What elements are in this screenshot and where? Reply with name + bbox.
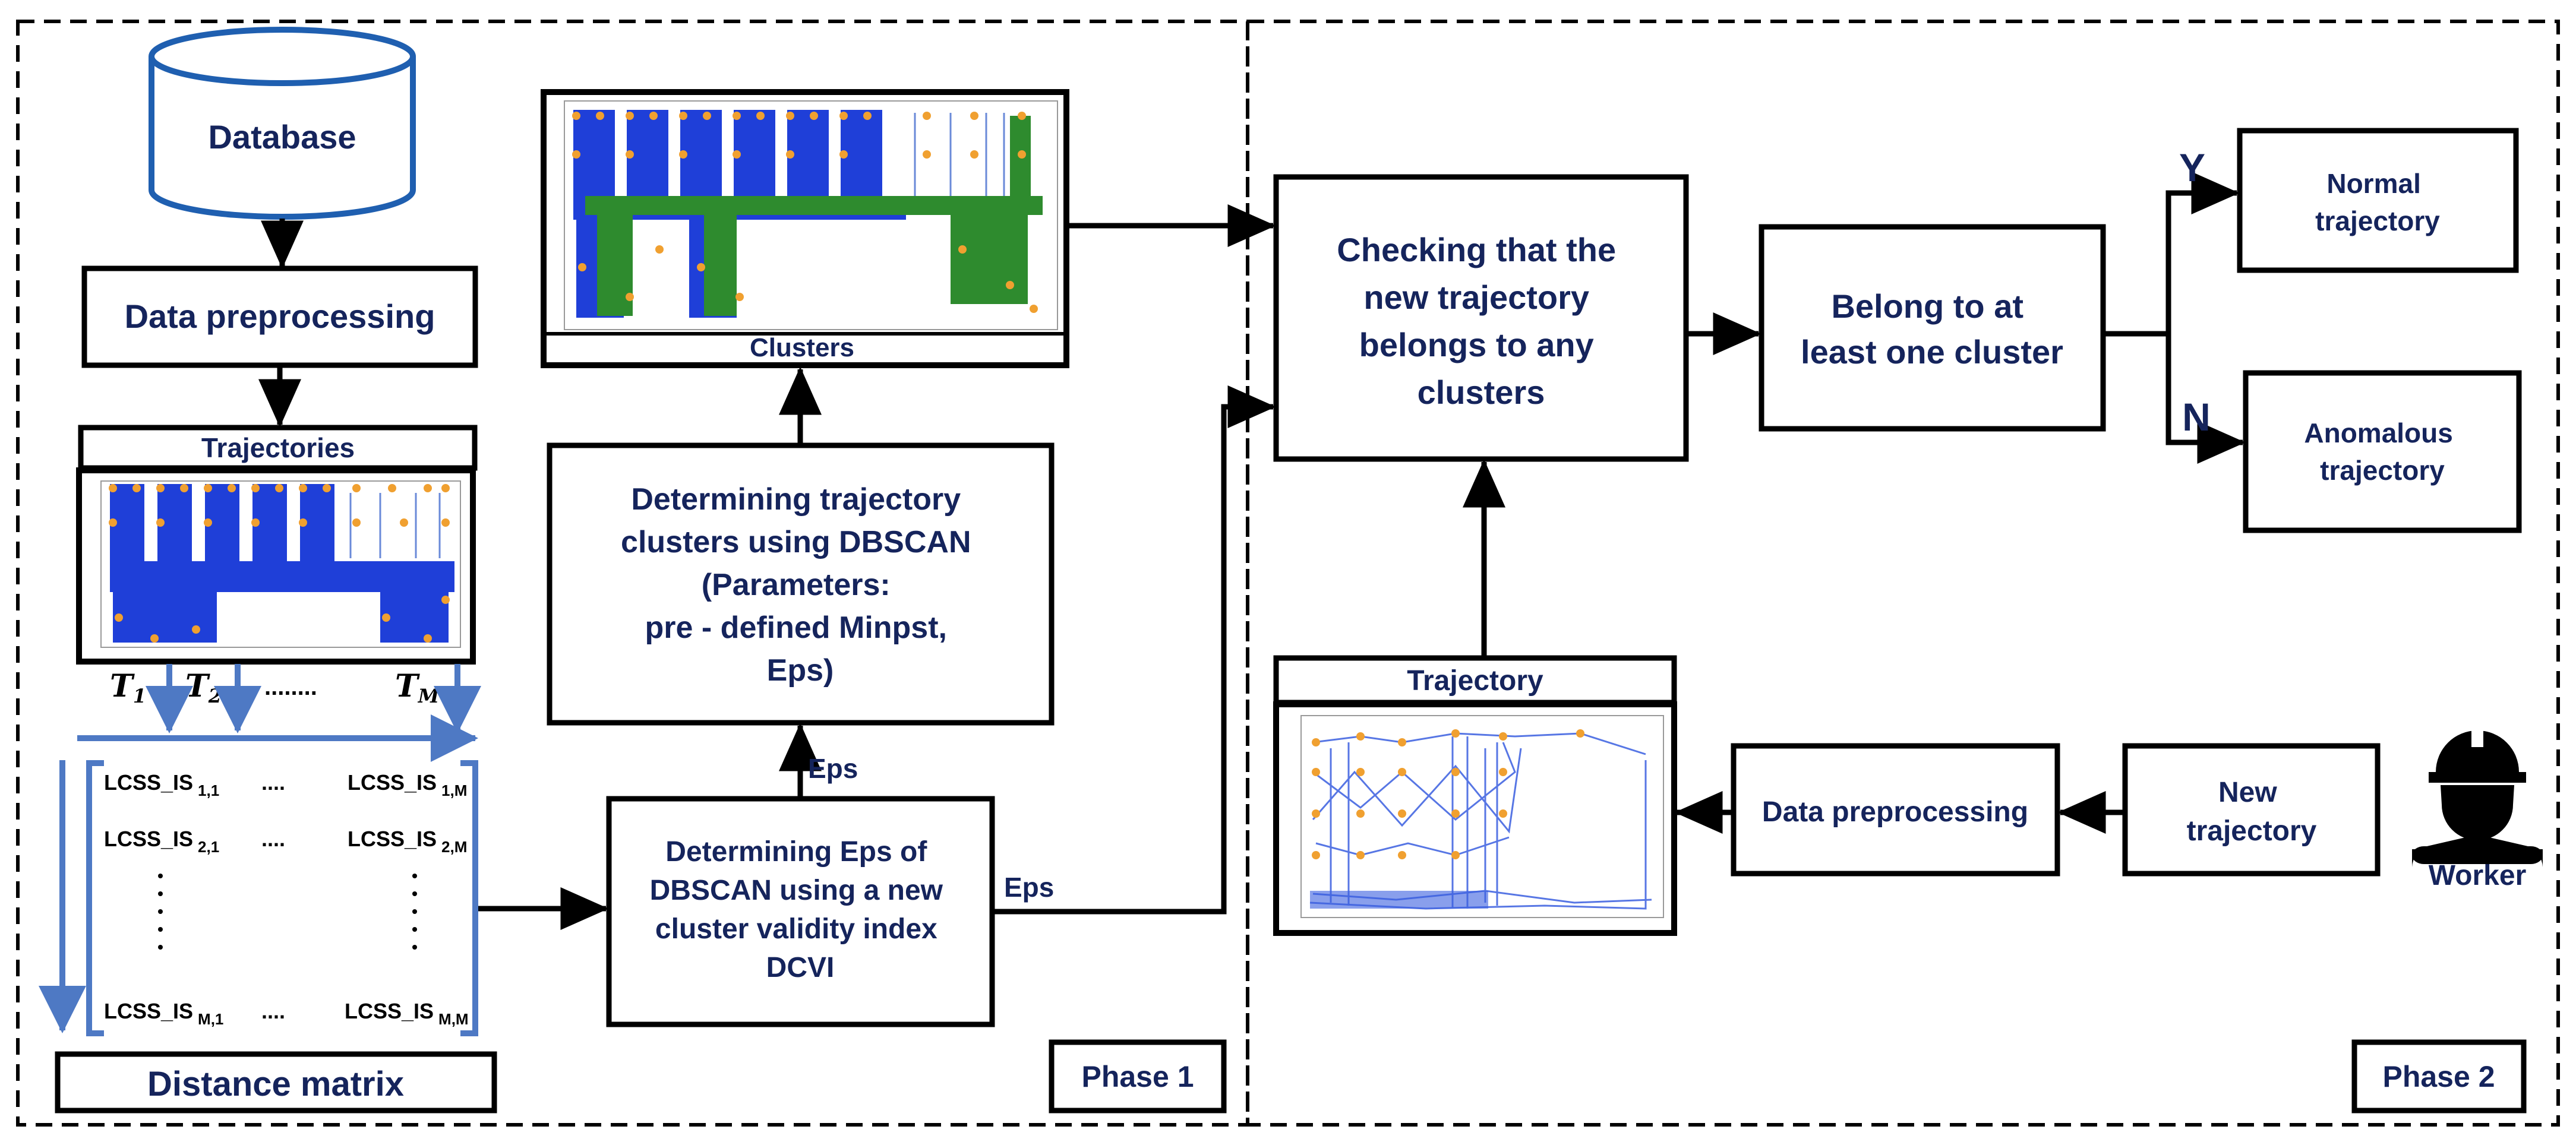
- phase1-box: [1049, 1039, 1227, 1113]
- matrix-dots-m: ....: [261, 999, 285, 1023]
- dbscan-box: [547, 442, 1055, 726]
- clusters-plot: [541, 89, 1069, 368]
- data-preprocessing-label: Data preprocessing: [125, 298, 435, 335]
- checking-label: Checking that the new trajectory belongs…: [1337, 231, 1625, 411]
- phase2-preprocessing-label: Data preprocessing: [1762, 796, 2028, 828]
- trajectories-title: Trajectories: [201, 432, 355, 463]
- normal-trajectory-box: [2237, 128, 2519, 273]
- determining-eps-label: Determining Eps of DBSCAN using a new cl…: [650, 836, 951, 983]
- phase2-label: Phase 2: [2382, 1060, 2495, 1093]
- trajectory-title: Trajectory: [1407, 665, 1543, 697]
- distance-matrix-label: Distance matrix: [147, 1065, 404, 1103]
- database-icon: [149, 27, 416, 220]
- phase1-label: Phase 1: [1081, 1060, 1194, 1093]
- anomalous-trajectory-label: Anomalous trajectory: [2304, 417, 2460, 486]
- belong-box: [1759, 224, 2106, 432]
- matrix-dots-1: ....: [261, 770, 285, 795]
- dbscan-label: Determining trajectory clusters using DB…: [621, 482, 980, 688]
- trajectory-plot: [1273, 701, 1677, 936]
- phase2-box: [2351, 1039, 2527, 1113]
- trajectory-title-box: [1273, 655, 1677, 706]
- database-label: Database: [208, 118, 356, 156]
- eps-label-up: Eps: [808, 753, 858, 784]
- tm-label: TM: [395, 668, 440, 707]
- phase2-frame: [1246, 20, 2560, 1127]
- t1-label: T1: [110, 668, 146, 707]
- new-trajectory-label: New trajectory: [2187, 777, 2317, 847]
- determining-eps-box: [606, 796, 995, 1027]
- worker-label: Worker: [2429, 860, 2527, 891]
- normal-trajectory-label: Normal trajectory: [2315, 168, 2440, 236]
- yes-label: Y: [2179, 145, 2205, 189]
- eps-label-right: Eps: [1004, 872, 1054, 903]
- t-dots: ........: [264, 674, 317, 700]
- distance-matrix-box: [55, 1051, 497, 1113]
- matrix-left-bracket: [86, 760, 104, 1036]
- matrix-dots-2: ....: [261, 827, 285, 851]
- new-trajectory-box: [2122, 743, 2381, 877]
- t2-label: T2: [185, 668, 222, 707]
- no-label: N: [2182, 395, 2211, 439]
- arrow-belong-to-normal: [2103, 172, 2240, 337]
- clusters-label: Clusters: [750, 333, 854, 362]
- matrix-vertical-dots: [158, 874, 417, 950]
- anomalous-trajectory-box: [2243, 370, 2522, 533]
- trajectories-plot: [76, 467, 476, 665]
- worker-icon: [2412, 729, 2543, 867]
- arrow-belong-to-anomalous: [2165, 334, 2246, 464]
- trajectories-title-box: [78, 425, 478, 471]
- data-preprocessing-box: [81, 265, 478, 368]
- phase2-preprocessing-box: [1731, 743, 2060, 877]
- arrow-eps-to-checking: [992, 385, 1276, 915]
- belong-label: Belong to at least one cluster: [1801, 287, 2063, 371]
- checking-box: [1273, 174, 1689, 462]
- matrix-right-bracket: [460, 760, 478, 1036]
